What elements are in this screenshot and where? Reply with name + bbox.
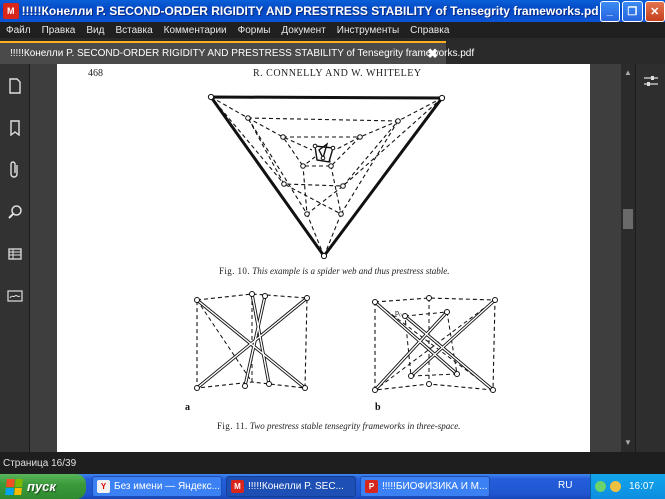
menu-edit[interactable]: Правка xyxy=(41,24,76,36)
status-bar: Страница 16/39 xyxy=(0,452,665,474)
windows-logo-icon xyxy=(5,478,23,495)
figure-11a-label: a xyxy=(185,402,190,413)
network-icon[interactable] xyxy=(595,481,606,492)
layers-icon[interactable] xyxy=(3,242,27,266)
taskbar-item-master-pdf[interactable]: M !!!!!Конелли P. SEC... xyxy=(226,476,356,497)
menu-bar: Файл Правка Вид Вставка Комментарии Форм… xyxy=(0,22,665,38)
pdf-doc-icon: P xyxy=(365,480,378,493)
figure-11b-tensegrity xyxy=(372,295,498,393)
menu-file[interactable]: Файл xyxy=(6,24,31,36)
signature-icon[interactable] xyxy=(3,284,27,308)
master-pdf-icon: M xyxy=(231,480,244,493)
taskbar-item-yandex[interactable]: Y Без имени — Яндекс... xyxy=(92,476,222,497)
clock: 16:07 xyxy=(629,481,655,492)
title-bar[interactable]: M !!!!!Конелли P. SECOND-ORDER RIGIDITY … xyxy=(0,0,665,22)
document-view[interactable]: 468 R. CONNELLY AND W. WHITELEY xyxy=(30,64,621,452)
page-number: 468 xyxy=(88,68,103,79)
taskbar-item-biophysics[interactable]: P !!!!!БИОФИЗИКА И М... xyxy=(360,476,490,497)
taskbar-item-label: Без имени — Яндекс... xyxy=(114,481,220,492)
right-tool-panel xyxy=(635,64,665,452)
properties-slider-icon[interactable] xyxy=(643,74,659,93)
search-icon[interactable] xyxy=(3,200,27,224)
figure-11b-label: b xyxy=(375,402,381,413)
yandex-icon: Y xyxy=(97,480,110,493)
menu-comments[interactable]: Комментарии xyxy=(163,24,227,36)
taskbar-item-label: !!!!!БИОФИЗИКА И М... xyxy=(382,481,488,492)
master-pdf-icon: M xyxy=(3,3,19,19)
scroll-up-icon[interactable]: ▲ xyxy=(624,67,632,77)
attachment-icon[interactable] xyxy=(3,158,27,182)
menu-view[interactable]: Вид xyxy=(86,24,105,36)
vertical-scrollbar[interactable]: ▲ ▼ xyxy=(621,64,635,452)
figure-10-label: Fig. 10. xyxy=(219,266,250,276)
figure-11a-tensegrity xyxy=(194,291,310,391)
pdf-page: 468 R. CONNELLY AND W. WHITELEY xyxy=(57,64,590,452)
tab-close-icon[interactable]: ✖ xyxy=(427,46,438,61)
menu-forms[interactable]: Формы xyxy=(237,24,271,36)
running-header: R. CONNELLY AND W. WHITELEY xyxy=(253,68,422,79)
figure-11-caption-text: Two prestress stable tensegrity framewor… xyxy=(249,421,461,431)
figure-11-label: Fig. 11. xyxy=(217,421,248,431)
left-tool-panel xyxy=(0,64,30,452)
close-button[interactable]: ✕ xyxy=(644,0,665,22)
menu-help[interactable]: Справка xyxy=(410,24,450,36)
figure-10-spider-web xyxy=(207,93,446,260)
start-label: пуск xyxy=(27,479,56,494)
bookmark-icon[interactable] xyxy=(3,116,27,140)
scrollbar-thumb[interactable] xyxy=(623,209,633,229)
start-button[interactable]: пуск xyxy=(0,474,86,499)
document-tab[interactable]: !!!!!Конелли P. SECOND-ORDER RIGIDITY AN… xyxy=(0,41,474,64)
menu-tools[interactable]: Инструменты xyxy=(336,24,400,36)
page-indicator: Страница 16/39 xyxy=(3,457,77,469)
window-title: !!!!!Конелли P. SECOND-ORDER RIGIDITY AN… xyxy=(21,4,598,18)
figure-10-caption: Fig. 10. This example is a spider web an… xyxy=(219,266,450,276)
tab-strip: !!!!!Конелли P. SECOND-ORDER RIGIDITY AN… xyxy=(0,38,665,64)
maximize-button[interactable]: ❐ xyxy=(622,0,643,22)
volume-icon[interactable] xyxy=(610,481,621,492)
document-tab-label: !!!!!Конелли P. SECOND-ORDER RIGIDITY AN… xyxy=(10,48,475,59)
figure-11b-point-label: p₀ xyxy=(395,308,402,317)
minimize-button[interactable]: _ xyxy=(599,0,621,22)
menu-document[interactable]: Документ xyxy=(281,24,326,36)
menu-insert[interactable]: Вставка xyxy=(115,24,153,36)
system-tray: 16:07 xyxy=(590,474,665,499)
figure-11-caption: Fig. 11. Two prestress stable tensegrity… xyxy=(217,421,460,431)
page-icon[interactable] xyxy=(3,74,27,98)
scroll-down-icon[interactable]: ▼ xyxy=(624,437,632,447)
figure-10-caption-text: This example is a spider web and thus pr… xyxy=(252,266,450,276)
taskbar-item-label: !!!!!Конелли P. SEC... xyxy=(248,481,344,492)
language-indicator[interactable]: RU xyxy=(558,480,573,491)
